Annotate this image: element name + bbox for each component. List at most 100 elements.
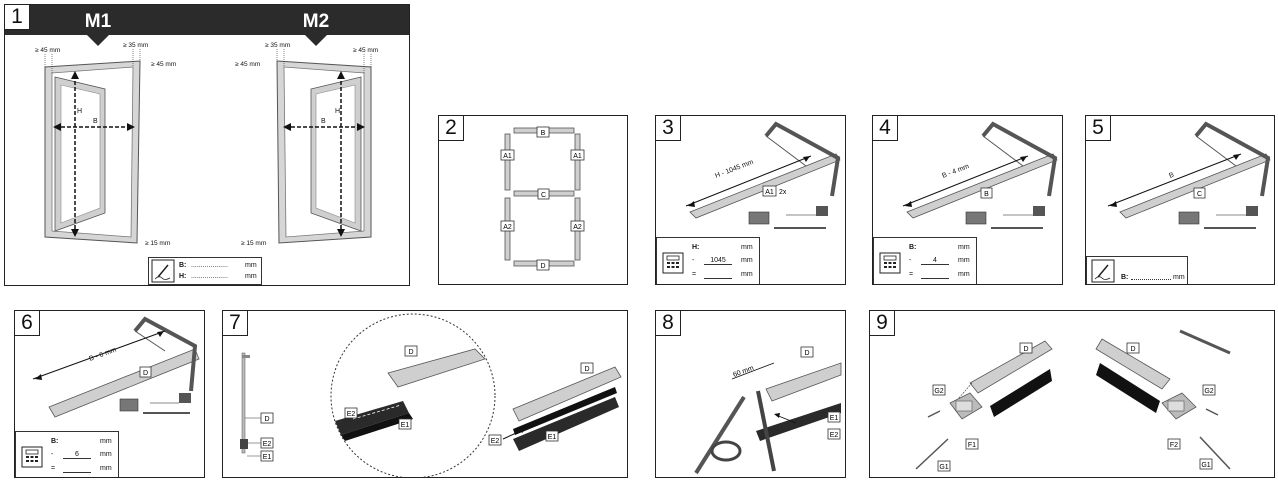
calc-minus: - — [51, 451, 54, 458]
tape-measure-icon — [179, 393, 191, 403]
cut-formula-text: B - 4 mm — [941, 163, 970, 180]
step-2-panel: 2 B A1 A1 C A2 A2 D — [438, 115, 628, 285]
left-f1-label: F1 — [968, 442, 976, 449]
side-e2-label: E2 — [263, 441, 272, 448]
step-8-panel: 8 60 mm D E1 E2 — [655, 310, 846, 478]
part-d-label: D — [804, 350, 809, 357]
calc-b-label: B: — [909, 244, 917, 251]
m2-width-label: B — [321, 118, 326, 125]
part-a1-right-label: A1 — [573, 153, 582, 160]
calc-equals: = — [51, 465, 56, 472]
step-9-panel: 9 G2 D F1 G1 G2 D F2 G1 — [869, 310, 1275, 478]
quantity-text: 2x — [779, 189, 787, 196]
corner-assembly-drawing: G2 D F1 G1 G2 D F2 G1 — [915, 329, 1231, 472]
step-5-panel: 5 B C B: mm — [1085, 115, 1275, 285]
screwdriver-icon — [1179, 329, 1231, 355]
calc-equals: = — [692, 271, 697, 278]
step-number: 2 — [439, 116, 464, 141]
note-h-dots: ................... — [191, 273, 228, 280]
tape-measure-icon — [816, 206, 828, 216]
calc-unit-2: mm — [741, 257, 753, 264]
note-b-label: B: — [1121, 274, 1129, 281]
step-number: 3 — [656, 116, 681, 141]
note-b-unit: mm — [245, 262, 257, 269]
side-e1-label: E1 — [263, 454, 272, 461]
part-a2-left-label: A2 — [503, 224, 512, 231]
calculator-icon — [879, 252, 901, 274]
saw-cut-drawing: H - 1045 mm A1 2x — [685, 121, 841, 229]
right-g1-label: G1 — [1201, 462, 1210, 469]
calc-unit-3: mm — [100, 465, 112, 472]
calc-value: 1045 — [704, 257, 732, 265]
calc-unit-1: mm — [100, 438, 112, 445]
miter-box-icon — [748, 211, 770, 225]
part-a1-label: A1 — [765, 189, 774, 196]
calc-unit-1: mm — [958, 244, 970, 251]
calc-unit-3: mm — [741, 271, 753, 278]
calc-minus: - — [909, 257, 912, 264]
right-g2-label: G2 — [1204, 388, 1213, 395]
calc-unit-2: mm — [958, 257, 970, 264]
step-4-panel: 4 B - 4 mm B B: mm - 4 mm = mm — [872, 115, 1063, 285]
seal-trim-drawing: 60 mm D E1 E2 — [694, 346, 842, 475]
part-d-label: D — [540, 263, 545, 270]
right-e2-label: E2 — [491, 438, 500, 445]
left-g1-label: G1 — [939, 464, 948, 471]
calc-unit-1: mm — [741, 244, 753, 251]
m1-width-label: B — [93, 118, 98, 125]
calc-b-label: B: — [51, 438, 59, 445]
calculation-box: H: mm - 1045 mm = mm — [656, 237, 760, 284]
saw-cut-drawing: B - 6 mm D — [32, 316, 200, 418]
calc-unit-2: mm — [100, 451, 112, 458]
trim-dimension-text: 60 mm — [732, 365, 755, 379]
part-c-label: C — [541, 192, 546, 199]
tape-measure-icon — [1246, 206, 1258, 216]
cut-formula-text: H - 1045 mm — [714, 159, 754, 180]
side-d-label: D — [264, 416, 269, 423]
part-e1-label: E1 — [830, 415, 839, 422]
m1-height-label: H — [77, 108, 82, 115]
pencil-note-icon — [1091, 259, 1115, 283]
saw-cut-drawing: B C — [1107, 121, 1271, 229]
right-d-label: D — [1130, 346, 1135, 353]
left-d-label: D — [1023, 346, 1028, 353]
step-7-panel: 7 D E2 E1 D E2 E1 D E2 — [222, 310, 628, 478]
m1-dim-bottom: ≥ 15 mm — [145, 240, 170, 247]
note-h-label: H: — [179, 273, 187, 280]
zoom-d-label: D — [408, 349, 413, 356]
part-d-label: D — [143, 370, 148, 377]
step-1-panel: 1 M1 M2 H B ≥ 45 mm ≥ 35 mm ≥ 45 mm ≥ 15… — [4, 4, 410, 286]
calculator-icon — [21, 446, 43, 468]
m2-dim-top: ≥ 35 mm — [265, 42, 290, 49]
saw-cut-drawing: B - 4 mm B — [902, 121, 1058, 229]
right-f2-label: F2 — [1170, 442, 1178, 449]
step-number: 7 — [223, 311, 248, 336]
note-h-unit: mm — [245, 273, 257, 280]
pencil-note-icon — [151, 259, 175, 283]
m1-dim-right: ≥ 45 mm — [151, 61, 176, 68]
step-number: 4 — [873, 116, 898, 141]
calc-value: 4 — [921, 257, 949, 265]
step-6-panel: 6 B - 6 mm D B: mm - 6 mm = mm — [14, 310, 205, 478]
step-number: 8 — [656, 311, 681, 336]
measurement-note-box: B: ................... mm H: ...........… — [148, 257, 262, 285]
step-number: 6 — [15, 311, 40, 336]
miter-box-icon — [1178, 211, 1200, 225]
m1-dim-top: ≥ 35 mm — [123, 42, 148, 49]
cut-formula-text: B - 6 mm — [88, 347, 117, 363]
parts-layout-drawing: B A1 A1 C A2 A2 D — [500, 126, 585, 271]
part-e2-label: E2 — [830, 432, 839, 439]
seal-insertion-drawing: D E2 E1 D E2 E1 D E2 E1 — [240, 313, 622, 477]
part-a1-left-label: A1 — [503, 153, 512, 160]
zoom-e2-label: E2 — [347, 411, 356, 418]
calc-equals: = — [909, 271, 914, 278]
step-3-panel: 3 H - 1045 mm A1 2x H: mm - 1045 mm = mm — [655, 115, 846, 285]
m2-dim-right-top: ≥ 45 mm — [353, 47, 378, 54]
calc-unit-3: mm — [958, 271, 970, 278]
part-a2-right-label: A2 — [573, 224, 582, 231]
part-b-label: B — [984, 191, 989, 198]
model-m2-label: M2 — [303, 11, 329, 32]
left-g2-label: G2 — [934, 388, 943, 395]
note-b-dots: ................... — [191, 262, 228, 269]
m2-height-label: H — [335, 108, 340, 115]
